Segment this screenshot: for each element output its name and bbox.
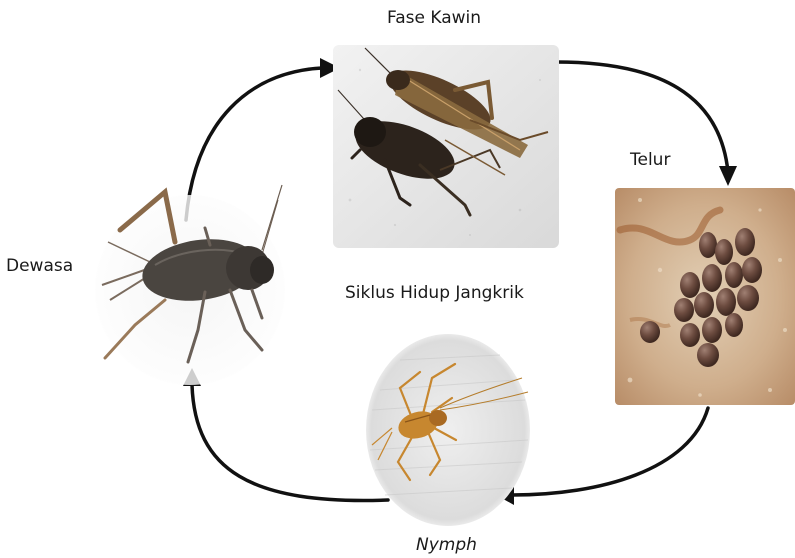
stage-label-eggs: Telur bbox=[630, 150, 670, 170]
diagram-title: Siklus Hidup Jangkrik bbox=[345, 283, 524, 303]
stage-label-adult: Dewasa bbox=[6, 256, 73, 276]
adult-cricket-image bbox=[95, 185, 285, 385]
arrow-head-eggs bbox=[719, 166, 737, 186]
nymph-image bbox=[366, 334, 530, 526]
stage-label-mating: Fase Kawin bbox=[387, 8, 481, 28]
stage-label-nymph: Nymph bbox=[416, 535, 477, 555]
mating-crickets-image bbox=[333, 45, 559, 248]
arrow-nymph-to-adult bbox=[192, 385, 388, 500]
arrow-eggs-to-nymph bbox=[512, 408, 708, 495]
eggs-image bbox=[615, 188, 795, 405]
